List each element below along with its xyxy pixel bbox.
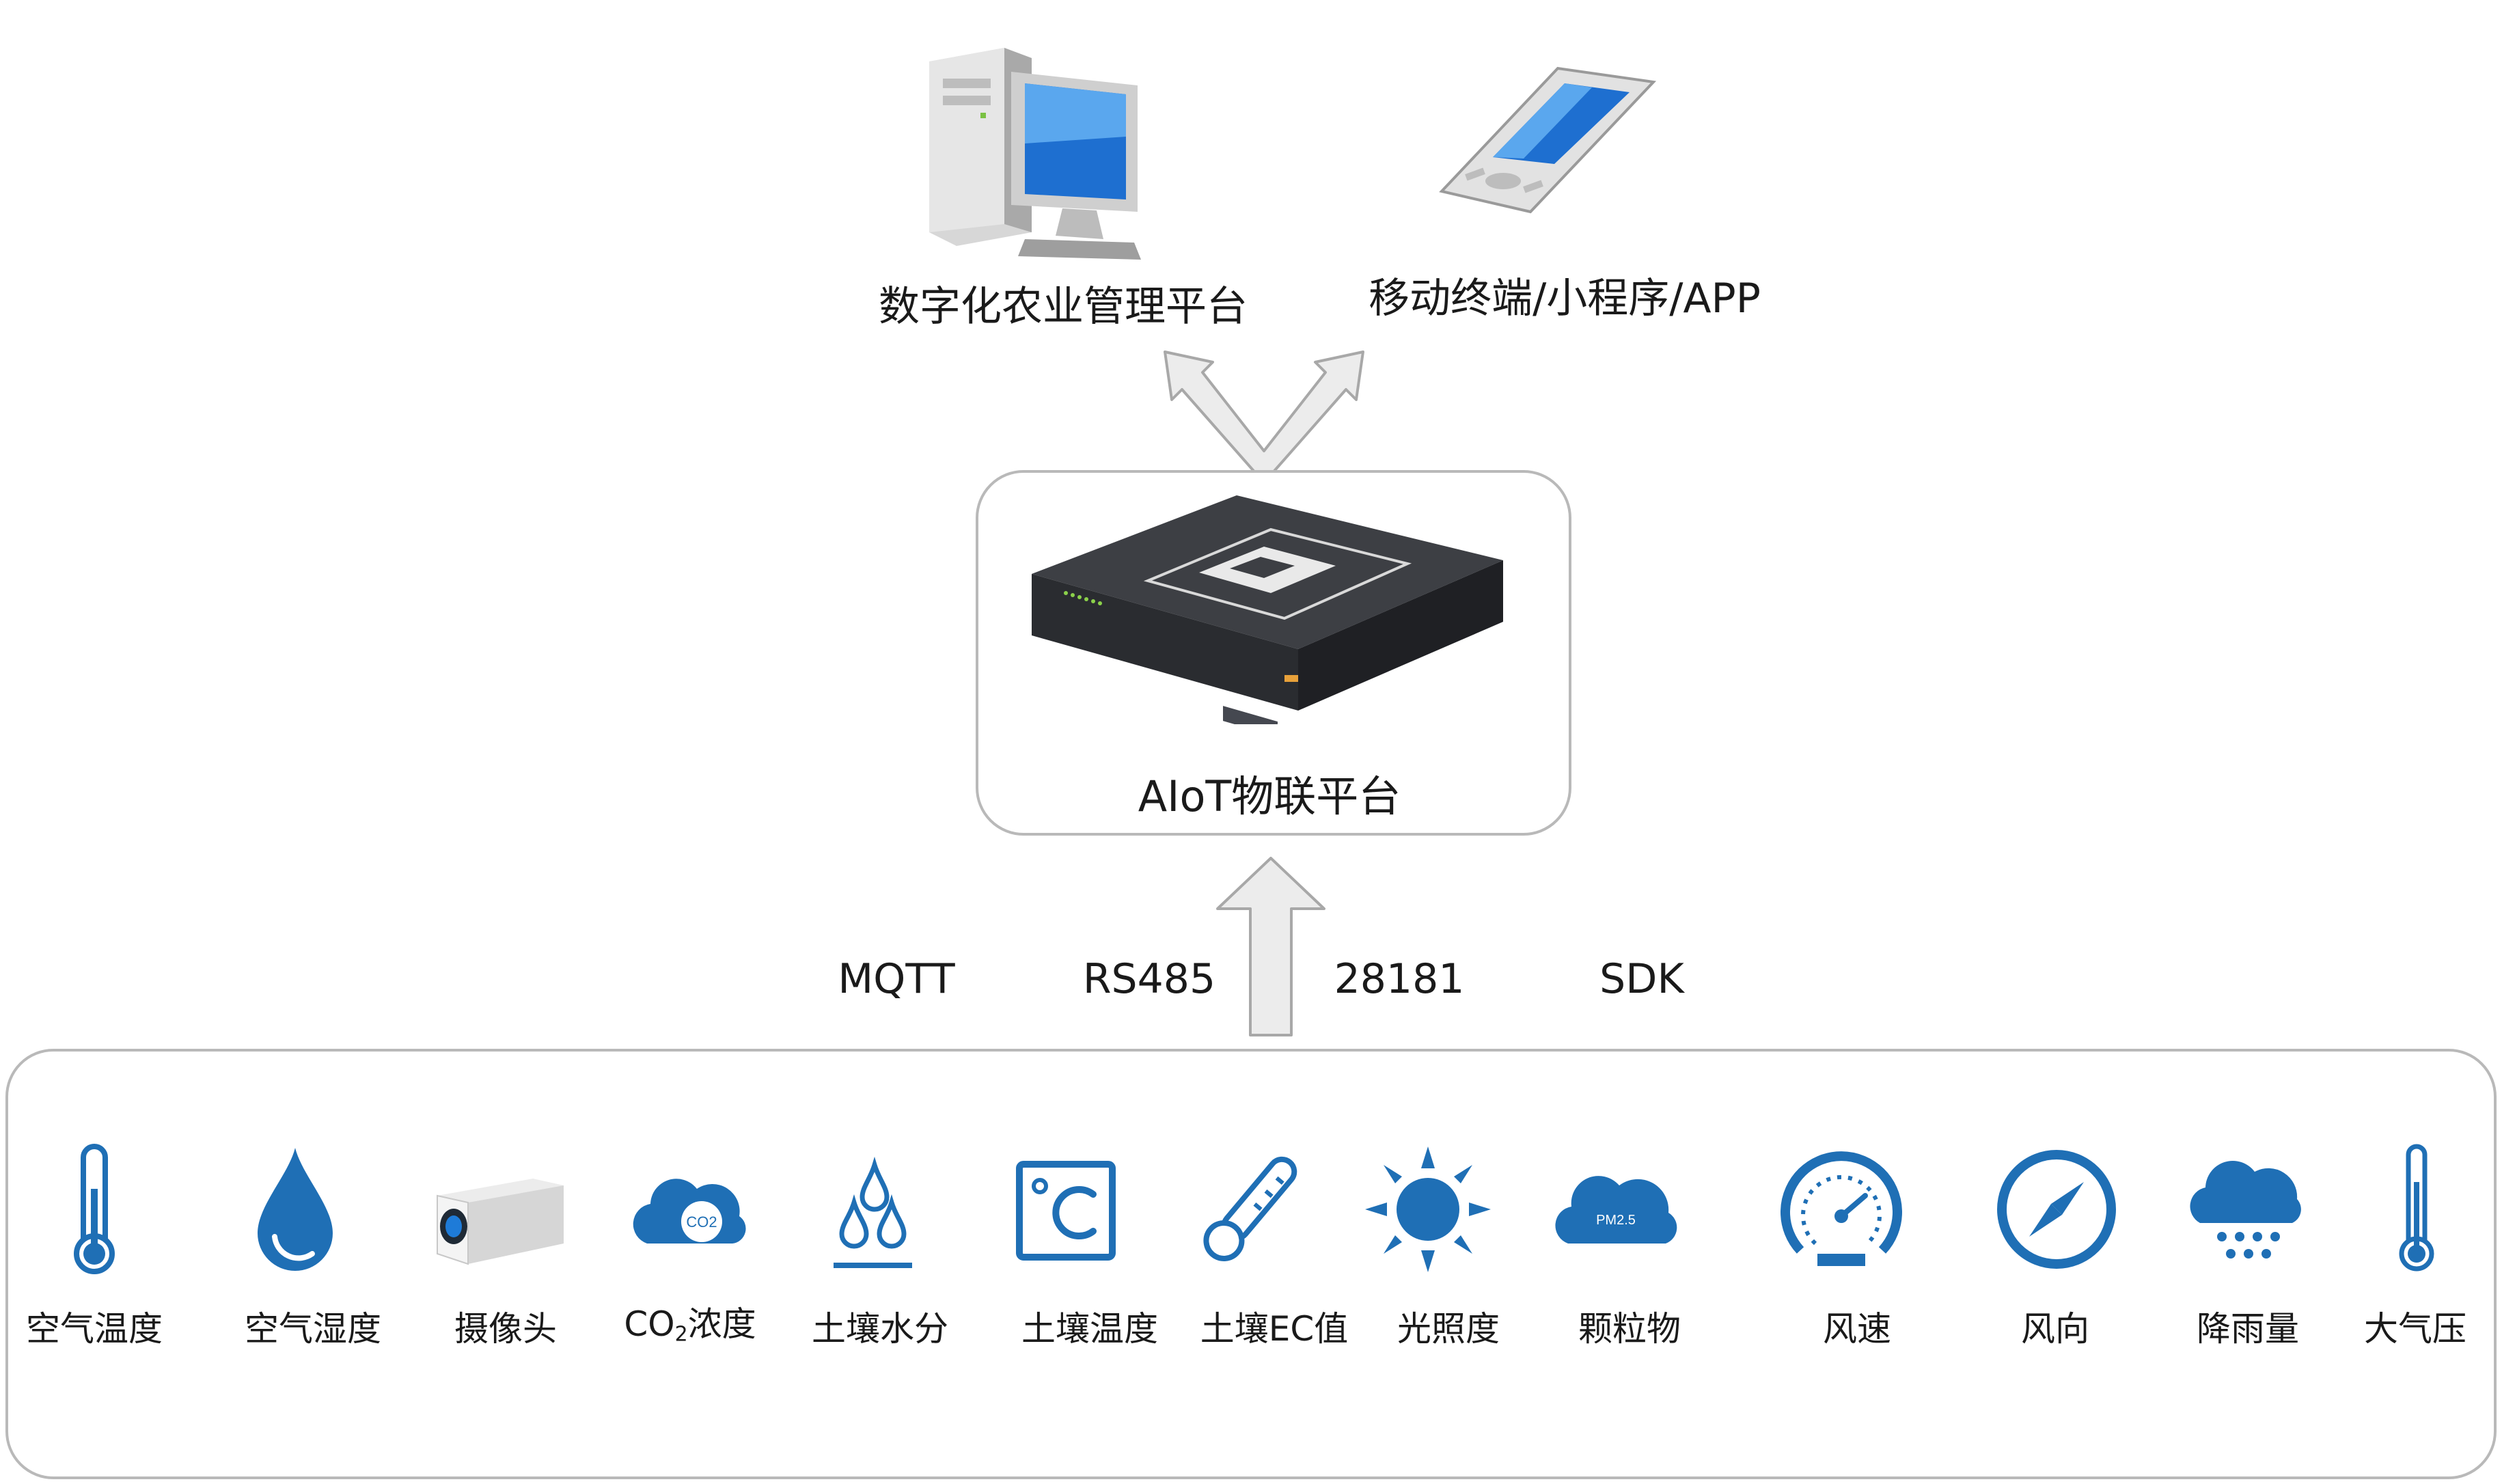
thermometer-icon xyxy=(74,1144,115,1274)
compass-icon xyxy=(1997,1150,2116,1269)
server-rack-icon xyxy=(1032,495,1503,724)
co2-label-sub: 2 xyxy=(674,1322,688,1347)
soil-moisture-icon xyxy=(834,1156,912,1268)
probe-thermometer-icon xyxy=(1203,1156,1297,1261)
up-arrow xyxy=(1216,857,1325,1036)
co2-label-main: CO xyxy=(624,1304,675,1344)
protocol-rs485: RS485 xyxy=(1082,955,1216,1003)
protocol-sdk: SDK xyxy=(1599,955,1684,1003)
rain-cloud-icon xyxy=(2190,1160,2301,1259)
sensor-label-camera: 摄像头 xyxy=(454,1309,557,1349)
sensor-box xyxy=(5,1049,2497,1479)
protocol-28181: 28181 xyxy=(1334,955,1465,1003)
speedometer-icon xyxy=(1781,1151,1902,1266)
sensor-label-rainfall: 降雨量 xyxy=(2197,1309,2299,1349)
pm25-cloud-icon: PM2.5 xyxy=(1555,1176,1677,1243)
sensor-label-air-temperature: 空气温度 xyxy=(26,1309,163,1349)
sensor-label-co2: CO2浓度 xyxy=(624,1297,756,1347)
sensor-label-particulate: 颗粒物 xyxy=(1578,1309,1681,1349)
sensor-label-air-humidity: 空气湿度 xyxy=(245,1309,381,1349)
water-drop-icon xyxy=(258,1148,333,1271)
sensor-label-illuminance: 光照度 xyxy=(1397,1309,1500,1349)
co2-icon-text: CO2 xyxy=(686,1213,717,1231)
platform-label: AIoT物联平台 xyxy=(1138,771,1401,821)
sensor-label-air-pressure: 大气压 xyxy=(2364,1309,2466,1349)
protocol-mqtt: MQTT xyxy=(838,955,955,1003)
sensor-label-soil-ec: 土壤EC值 xyxy=(1200,1309,1349,1349)
celsius-icon xyxy=(1016,1161,1116,1261)
camera-icon xyxy=(437,1179,564,1265)
sun-icon xyxy=(1365,1146,1491,1272)
pm25-icon-text: PM2.5 xyxy=(1596,1213,1636,1228)
sensor-label-wind-direction: 风向 xyxy=(2021,1309,2089,1349)
desktop-computer-icon xyxy=(929,48,1141,260)
mobile-terminal-label: 移动终端/小程序/APP xyxy=(1369,275,1761,322)
management-platform-label: 数字化农业管理平台 xyxy=(879,283,1248,331)
mobile-phone-icon xyxy=(1439,66,1657,214)
sensor-label-wind-speed: 风速 xyxy=(1823,1309,1891,1349)
sensor-label-soil-temperature: 土壤温度 xyxy=(1021,1309,1158,1349)
sensor-label-soil-moisture: 土壤水分 xyxy=(812,1309,948,1349)
co2-label-tail: 浓度 xyxy=(687,1304,756,1344)
fork-arrow xyxy=(1164,351,1364,476)
co2-cloud-icon: CO2 xyxy=(633,1179,746,1243)
barometer-thermometer-icon xyxy=(2399,1144,2434,1272)
